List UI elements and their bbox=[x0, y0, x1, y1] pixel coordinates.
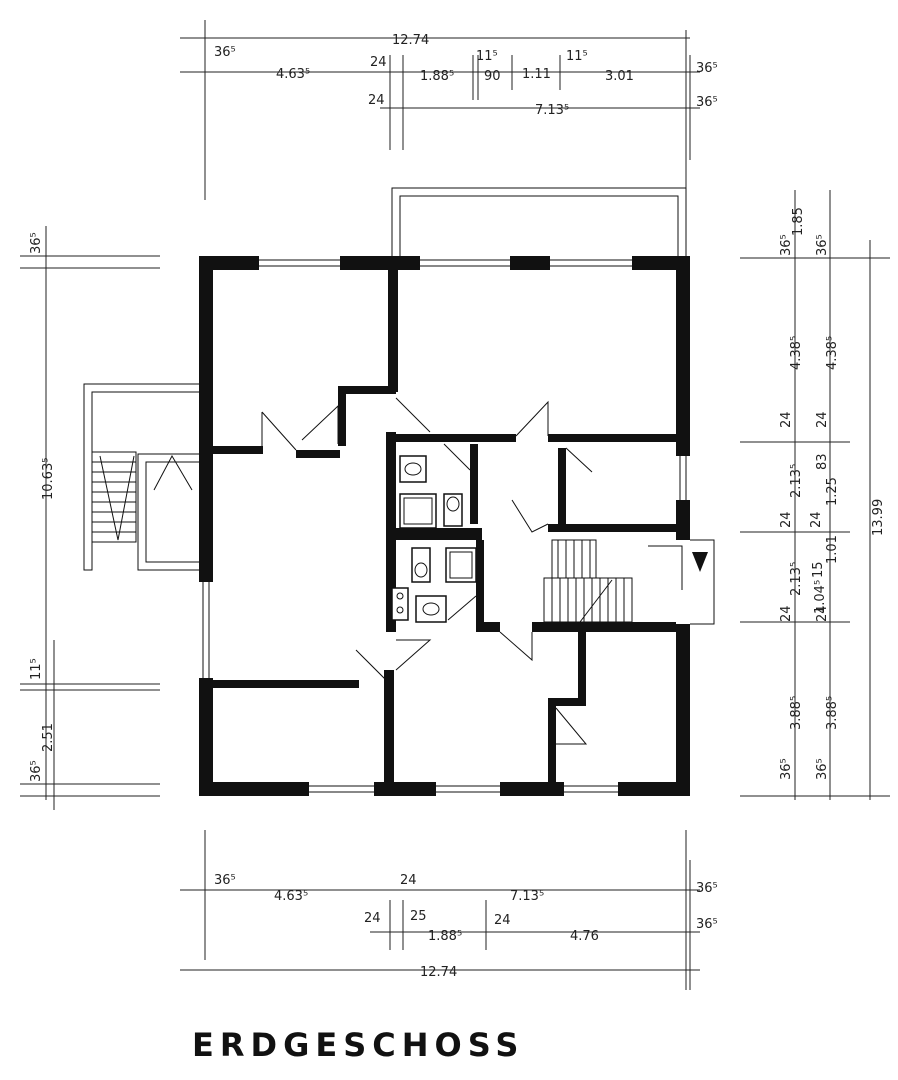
bottom-dim: 24 bbox=[494, 913, 511, 928]
right-dim: 4.38⁵ bbox=[789, 336, 804, 370]
left-dim: 36⁵ bbox=[29, 760, 44, 782]
bottom-dim: 36⁵ bbox=[214, 873, 236, 888]
bottom-dim: 1.88⁵ bbox=[428, 929, 462, 944]
top-dim: 36⁵ bbox=[214, 45, 236, 60]
right-dim: 24 bbox=[809, 511, 824, 528]
top-overall-dim: 12.74 bbox=[392, 33, 429, 48]
bottom-dim: 4.63⁵ bbox=[274, 889, 308, 904]
interior-walls bbox=[213, 262, 676, 784]
plan-title: ERDGESCHOSS bbox=[192, 1026, 524, 1064]
right-dim: 36⁵ bbox=[815, 234, 830, 256]
top-dim: 1.11 bbox=[522, 67, 551, 82]
bottom-dim: 24 bbox=[400, 873, 417, 888]
left-dim: 2.51 bbox=[41, 723, 56, 752]
left-dimensions: 36⁵ 10.63⁵ 11⁵ 2.51 36⁵ bbox=[20, 226, 160, 810]
top-dim: 1.88⁵ bbox=[420, 69, 454, 84]
right-dim: 15 bbox=[811, 561, 826, 578]
right-dim: 1.04⁵ bbox=[813, 580, 828, 614]
sanitary-fixtures bbox=[391, 455, 477, 623]
left-dim: 10.63⁵ bbox=[41, 458, 56, 500]
top-dim: 90 bbox=[484, 69, 501, 84]
right-overall-dim: 13.99 bbox=[871, 499, 886, 536]
balcony bbox=[391, 187, 687, 258]
sink-icon bbox=[415, 595, 447, 623]
staircase bbox=[543, 539, 633, 623]
right-dim: 1.85 bbox=[791, 207, 806, 236]
left-dim: 11⁵ bbox=[29, 658, 44, 680]
shower-icon bbox=[445, 547, 477, 583]
right-dim: 36⁵ bbox=[779, 234, 794, 256]
right-dim: 3.88⁵ bbox=[789, 696, 804, 730]
toilet-icon bbox=[443, 493, 463, 527]
right-dim: 24 bbox=[779, 411, 794, 428]
top-dim: 3.01 bbox=[605, 69, 634, 84]
toilet-icon bbox=[411, 547, 431, 583]
left-dim: 36⁵ bbox=[29, 232, 44, 254]
bottom-dimensions: 36⁵ 4.63⁵ 24 7.13⁵ 36⁵ 24 25 1.88⁵ 24 4.… bbox=[180, 830, 718, 990]
bottom-dim: 4.76 bbox=[570, 929, 599, 944]
top-dim: 7.13⁵ bbox=[535, 103, 569, 118]
right-dim: 4.38⁵ bbox=[825, 336, 840, 370]
top-dimensions: 12.74 36⁵ 4.63⁵ 24 1.88⁵ 11⁵ 90 1.11 11⁵… bbox=[180, 20, 718, 200]
washbasin-icon bbox=[399, 455, 427, 483]
top-dim: 36⁵ bbox=[696, 61, 718, 76]
bottom-overall-dim: 12.74 bbox=[420, 965, 457, 980]
right-dimensions: 36⁵ 4.38⁵ 24 2.13⁵ 24 2.13⁵ 24 3.88⁵ 36⁵… bbox=[740, 190, 890, 800]
top-dim: 24 bbox=[370, 55, 387, 70]
bottom-dim: 36⁵ bbox=[696, 917, 718, 932]
right-dim: 83 bbox=[815, 453, 830, 470]
bottom-dim: 36⁵ bbox=[696, 881, 718, 896]
doors bbox=[261, 397, 593, 745]
right-dim: 3.88⁵ bbox=[825, 696, 840, 730]
entrance-canopy bbox=[648, 539, 715, 625]
outer-walls bbox=[199, 256, 690, 796]
top-dim: 36⁵ bbox=[696, 95, 718, 110]
bottom-dim: 24 bbox=[364, 911, 381, 926]
right-dim: 2.13⁵ bbox=[789, 464, 804, 498]
bottom-dim: 25 bbox=[410, 909, 427, 924]
stove-icon bbox=[391, 587, 409, 621]
right-dim: 2.13⁵ bbox=[789, 562, 804, 596]
right-dim: 1.01 bbox=[825, 535, 840, 564]
right-dim: 24 bbox=[779, 511, 794, 528]
right-dim: 36⁵ bbox=[815, 758, 830, 780]
top-dim: 24 bbox=[368, 93, 385, 108]
windows bbox=[202, 259, 687, 793]
right-dim: 24 bbox=[815, 605, 830, 622]
right-dim: 36⁵ bbox=[779, 758, 794, 780]
top-dim: 11⁵ bbox=[566, 49, 588, 64]
top-dim: 4.63⁵ bbox=[276, 67, 310, 82]
exterior-stair bbox=[83, 383, 199, 571]
bathtub-icon bbox=[399, 493, 437, 529]
right-dim: 24 bbox=[815, 411, 830, 428]
right-dim: 24 bbox=[779, 605, 794, 622]
bottom-dim: 7.13⁵ bbox=[510, 889, 544, 904]
right-dim: 1.25 bbox=[825, 477, 840, 506]
top-dim: 11⁵ bbox=[476, 49, 498, 64]
